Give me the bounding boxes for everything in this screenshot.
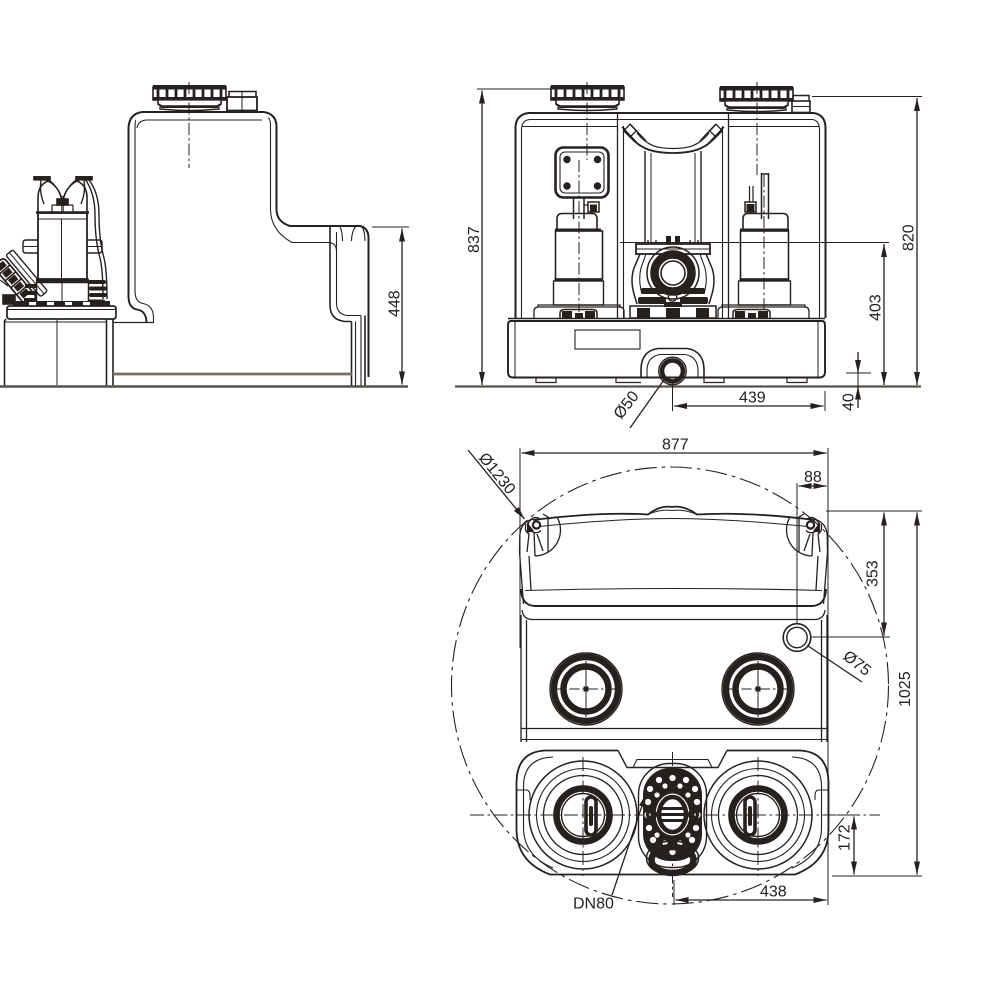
- svg-text:439: 439: [739, 390, 766, 407]
- svg-text:88: 88: [804, 469, 822, 486]
- svg-text:438: 438: [760, 884, 787, 901]
- svg-text:172: 172: [837, 824, 854, 851]
- svg-text:403: 403: [868, 294, 885, 321]
- svg-text:353: 353: [865, 560, 882, 587]
- svg-text:448: 448: [387, 290, 404, 317]
- svg-text:837: 837: [466, 226, 483, 253]
- svg-text:40: 40: [841, 393, 858, 411]
- svg-text:877: 877: [662, 437, 689, 454]
- svg-text:DN80: DN80: [573, 896, 614, 913]
- svg-text:820: 820: [901, 224, 918, 251]
- svg-text:1025: 1025: [897, 671, 914, 707]
